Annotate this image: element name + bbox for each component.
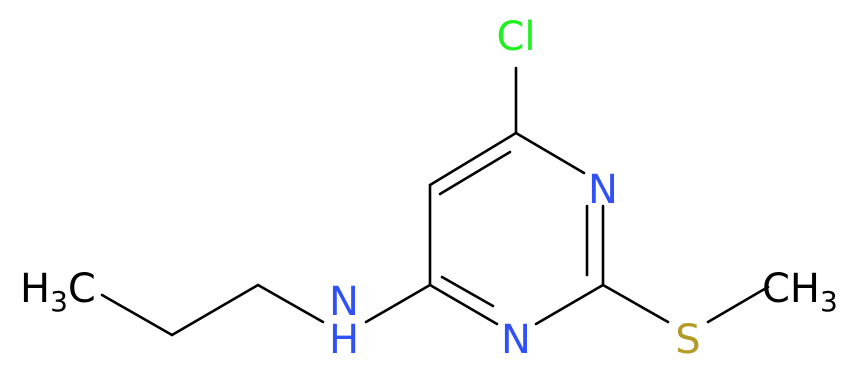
- bond-nh-ch2: [256, 283, 325, 324]
- bond-c4-nh: [364, 283, 432, 324]
- methyl-left-carbon: C: [68, 266, 96, 312]
- atom-sulfur: S: [675, 317, 700, 363]
- methyl-left-subscript: 3: [50, 285, 68, 318]
- methyl-right-carbon-hydrogen: CH: [762, 266, 820, 312]
- bond-c2-s: [601, 283, 670, 324]
- bond-c6-c5: [428, 131, 518, 187]
- methyl-group-right: CH3: [762, 266, 838, 318]
- bond-ch2-ch3: [100, 293, 174, 337]
- bond-c6-n1: [514, 131, 586, 175]
- bonds: [100, 66, 770, 337]
- bond-ch2-ch2: [170, 283, 260, 337]
- atom-nitrogen-ring-upper: N: [588, 167, 618, 213]
- atom-nitrogen-amine: N: [329, 279, 359, 325]
- atom-labels: Cl N N N H S H3C CH3: [20, 14, 838, 363]
- bond-n3-c4-inner: [440, 275, 495, 308]
- atom-amine-hydrogen: H: [329, 317, 359, 363]
- methyl-group-left: H3C: [20, 266, 96, 318]
- bond-n3-c4: [428, 283, 499, 326]
- atom-nitrogen-ring-lower: N: [501, 317, 531, 363]
- bond-s-ch3: [706, 285, 770, 324]
- bond-c6-c5-inner: [438, 150, 512, 196]
- bond-c2-n3: [534, 283, 605, 326]
- atom-chlorine: Cl: [496, 14, 535, 60]
- methyl-right-subscript: 3: [820, 285, 838, 318]
- methyl-left-hydrogen: H: [20, 266, 50, 312]
